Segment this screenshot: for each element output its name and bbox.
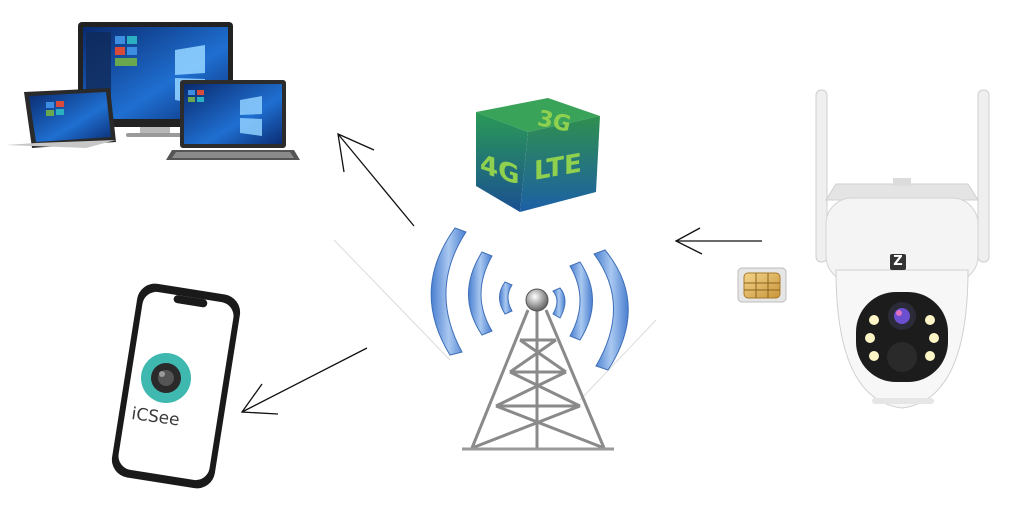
arrow-to-phone bbox=[240, 347, 368, 415]
arrow-from-camera bbox=[674, 227, 762, 255]
windows-tablet-icon bbox=[6, 88, 116, 148]
camera-lens-icon bbox=[141, 353, 191, 403]
smartphone bbox=[111, 283, 241, 489]
arrow-to-computers bbox=[337, 132, 415, 227]
security-camera-icon bbox=[815, 89, 990, 409]
camera-brand-logo: Z bbox=[890, 254, 906, 270]
cell-tower-icon bbox=[333, 227, 657, 451]
sim-card-icon bbox=[737, 267, 787, 303]
network-cube: 3G 4G LTE bbox=[476, 98, 600, 212]
windows-laptop-icon bbox=[166, 80, 300, 160]
